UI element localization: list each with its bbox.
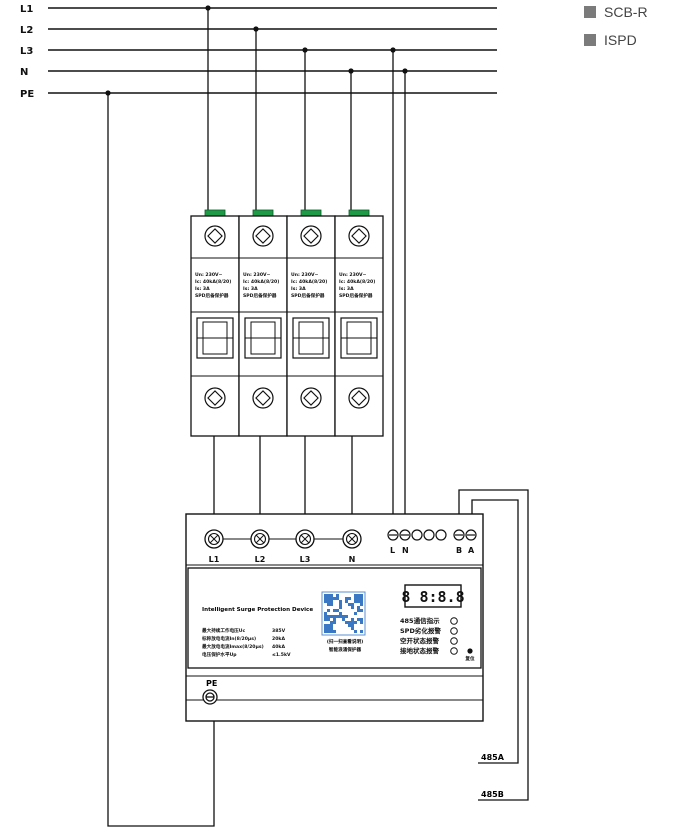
spd-spec-line: Un: 230V~ xyxy=(243,272,271,278)
spd-top-screw-icon xyxy=(252,225,274,247)
digital-display: 8 8:8.8 xyxy=(401,588,464,606)
spd-spec-line: SPD后备保护器 xyxy=(195,292,229,299)
spd-bottom-screw-icon xyxy=(300,387,322,409)
pe-terminal-screw-icon xyxy=(202,689,218,705)
rs485-b-label: 485B xyxy=(481,790,504,799)
bus-label-n: N xyxy=(20,67,28,78)
spd-connector-icon xyxy=(300,209,322,217)
indicator-led-icon xyxy=(450,647,458,655)
spd-module-group: Un: 230V~Ic: 40kA(8/20)Is: 3ASPD后备保护器Un:… xyxy=(190,209,384,437)
bus-label-l2: L2 xyxy=(20,25,33,36)
spd-spec-line: Un: 230V~ xyxy=(339,272,367,278)
spd-spec-line: Ic: 40kA(8/20) xyxy=(243,279,279,285)
drop-wires xyxy=(107,8,529,827)
aux-label-l: L xyxy=(390,546,395,555)
spec-name: 最大放电电流Imax(8/20μs) xyxy=(202,643,264,650)
legend-swatch-icon xyxy=(584,6,596,18)
bus-label-l1: L1 xyxy=(20,4,33,15)
spec-table: 最大持续工作电压Uc 385V 标称放电电流In(8/20μs) 20kA 最大放电电流… xyxy=(201,627,291,658)
spd-spec-line: Is: 3A xyxy=(339,286,354,292)
spd-spec-line: SPD后备保护器 xyxy=(291,292,325,299)
device-terminal-screw-icon xyxy=(250,529,270,549)
spd-connector-icon xyxy=(252,209,274,217)
digital-display-frame xyxy=(404,584,462,608)
spec-value: 385V xyxy=(272,628,286,634)
spd-connector-icon xyxy=(348,209,370,217)
spd-spec-line: Is: 3A xyxy=(195,286,210,292)
spd-bottom-screw-icon xyxy=(348,387,370,409)
spd-spec-line: Ic: 40kA(8/20) xyxy=(291,279,327,285)
indicator-led-icon xyxy=(450,637,458,645)
device-terminal-screw-icon xyxy=(342,529,362,549)
spec-name: 标称放电电流In(8/20μs) xyxy=(201,635,256,642)
reset-button-icon xyxy=(467,648,473,654)
spd-top-screw-icon xyxy=(300,225,322,247)
qr-caption: (扫一扫查看说明) xyxy=(327,638,363,645)
spec-name: 电压保护水平Up xyxy=(202,651,237,658)
device-terminal-screw-icon xyxy=(295,529,315,549)
indicator-label: 空开状态报警 xyxy=(400,636,440,645)
spd-bottom-screw-icon xyxy=(252,387,274,409)
spd-spec-line: Ic: 40kA(8/20) xyxy=(339,279,375,285)
device-terminal-label: L2 xyxy=(255,555,266,564)
indicator-led-icon xyxy=(450,617,458,625)
device-terminal-label: N xyxy=(349,555,356,564)
spd-spec-line: SPD后备保护器 xyxy=(339,292,373,299)
bus-label-pe: PE xyxy=(20,89,34,100)
indicator-label: 485通信指示 xyxy=(400,616,440,625)
spd-spec-line: Ic: 40kA(8/20) xyxy=(195,279,231,285)
legend-label: SCB-R xyxy=(604,4,648,20)
spec-value: 20kA xyxy=(272,636,285,642)
spd-bottom-screw-icon xyxy=(204,387,226,409)
qr-subcaption: 智能浪涌保护器 xyxy=(329,646,362,653)
legend-item-ispd: ISPD xyxy=(584,32,637,48)
spd-top-screw-icon xyxy=(204,225,226,247)
device-terminals: L1 L2 L3 N xyxy=(204,529,362,564)
aux-label-a: A xyxy=(468,546,475,555)
spd-spec-line: Un: 230V~ xyxy=(195,272,223,278)
spd-spec-line: Un: 230V~ xyxy=(291,272,319,278)
rs485-a-label: 485A xyxy=(481,753,505,762)
legend-swatch-icon xyxy=(584,34,596,46)
legend-label: ISPD xyxy=(604,32,637,48)
qr-code-icon xyxy=(321,591,366,636)
legend-item-scb-r: SCB-R xyxy=(584,4,648,20)
indicator-label: SPD劣化报警 xyxy=(400,626,441,635)
busbars xyxy=(48,7,497,94)
device-terminal-label: L3 xyxy=(300,555,311,564)
aux-terminal-block xyxy=(387,529,477,541)
spd-top-screw-icon xyxy=(348,225,370,247)
aux-label-n: N xyxy=(402,546,409,555)
indicator-label: 接地状态报警 xyxy=(400,646,440,655)
device-terminal-label: L1 xyxy=(209,555,220,564)
bus-label-l3: L3 xyxy=(20,46,33,57)
spd-connector-icon xyxy=(204,209,226,217)
spd-spec-line: Is: 3A xyxy=(291,286,306,292)
spec-name: 最大持续工作电压Uc xyxy=(202,627,245,634)
reset-label: 复位 xyxy=(464,655,475,662)
aux-label-b: B xyxy=(456,546,462,555)
device-title: Intelligent Surge Protection Device xyxy=(202,607,313,613)
device-terminal-screw-icon xyxy=(204,529,224,549)
pe-terminal-label: PE xyxy=(206,679,217,688)
spd-spec-line: SPD后备保护器 xyxy=(243,292,277,299)
spec-value: ≤1.5kV xyxy=(272,652,291,658)
indicator-led-icon xyxy=(450,627,458,635)
spec-value: 40kA xyxy=(272,644,285,650)
spd-spec-line: Is: 3A xyxy=(243,286,258,292)
